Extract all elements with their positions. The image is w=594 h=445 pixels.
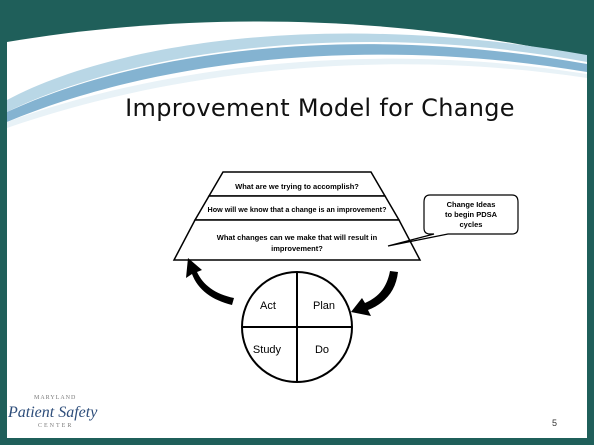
swoosh-light xyxy=(7,33,587,112)
pdsa-act: Act xyxy=(260,300,276,312)
pdsa-study: Study xyxy=(253,344,282,356)
page-number: 5 xyxy=(552,418,558,428)
pyramid-tier-3-text-line1: What changes can we make that will resul… xyxy=(217,233,378,242)
callout-line-2: to begin PDSA xyxy=(445,210,498,219)
pdsa-do: Do xyxy=(315,344,329,356)
swoosh-white xyxy=(7,58,587,129)
pyramid-tier-3-text-line2: improvement? xyxy=(271,244,323,253)
logo-patient-safety-text: Patient Safety xyxy=(8,404,98,421)
pyramid-tier-1-text: What are we trying to accomplish? xyxy=(235,182,359,191)
pyramid-tier-2-text: How will we know that a change is an imp… xyxy=(208,205,387,214)
slide-title: Improvement Model for Change xyxy=(125,94,515,122)
patient-safety-logo: MARYLAND Patient Safety CENTER xyxy=(6,390,136,438)
swoosh-blue xyxy=(7,44,587,122)
callout-line-3: cycles xyxy=(460,220,483,229)
logo-maryland-text: MARYLAND xyxy=(34,395,77,401)
pdsa-plan: Plan xyxy=(313,300,335,312)
left-cycle-arrow xyxy=(186,258,234,305)
right-cycle-arrow xyxy=(351,271,398,316)
logo-center-text: CENTER xyxy=(38,423,74,429)
callout-bubble xyxy=(387,194,519,247)
pyramid-tier-3 xyxy=(172,219,422,261)
callout-line-1: Change Ideas xyxy=(447,200,496,209)
